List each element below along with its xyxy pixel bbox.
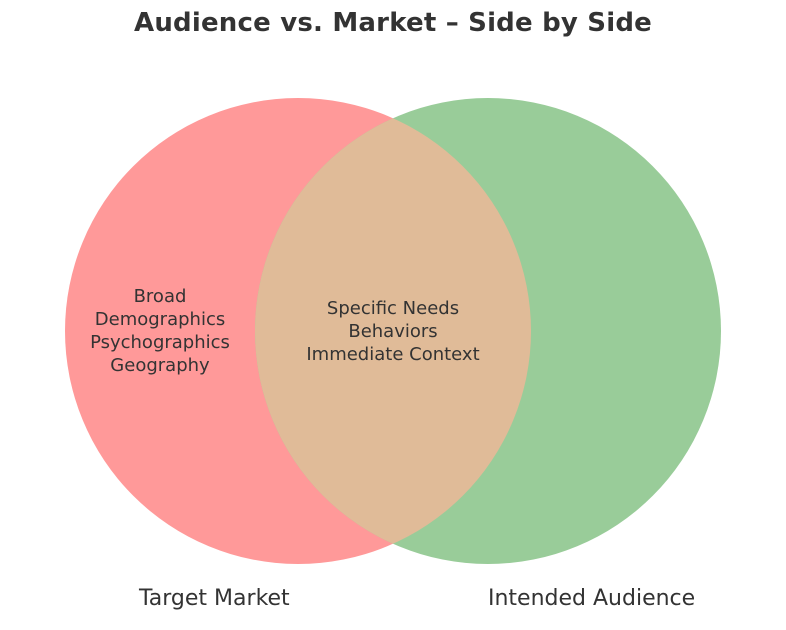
item-immediate-context: Immediate Context	[306, 344, 480, 365]
item-behaviors: Behaviors	[348, 321, 438, 342]
overlap-text: Specific Needs Behaviors Immediate Conte…	[283, 297, 503, 366]
item-demographics: Demographics	[94, 309, 226, 330]
target-market-only-text: Broad Demographics Psychographics Geogra…	[60, 285, 260, 377]
intended-audience-label: Intended Audience	[488, 586, 696, 611]
overlap-region	[255, 98, 531, 564]
item-broad: Broad	[133, 286, 187, 307]
diagram-title: Audience vs. Market – Side by Side	[134, 8, 652, 38]
item-specific-needs: Specific Needs	[326, 298, 460, 319]
item-geography: Geography	[110, 355, 210, 376]
target-market-label: Target Market	[139, 586, 290, 611]
item-psychographics: Psychographics	[90, 332, 230, 353]
